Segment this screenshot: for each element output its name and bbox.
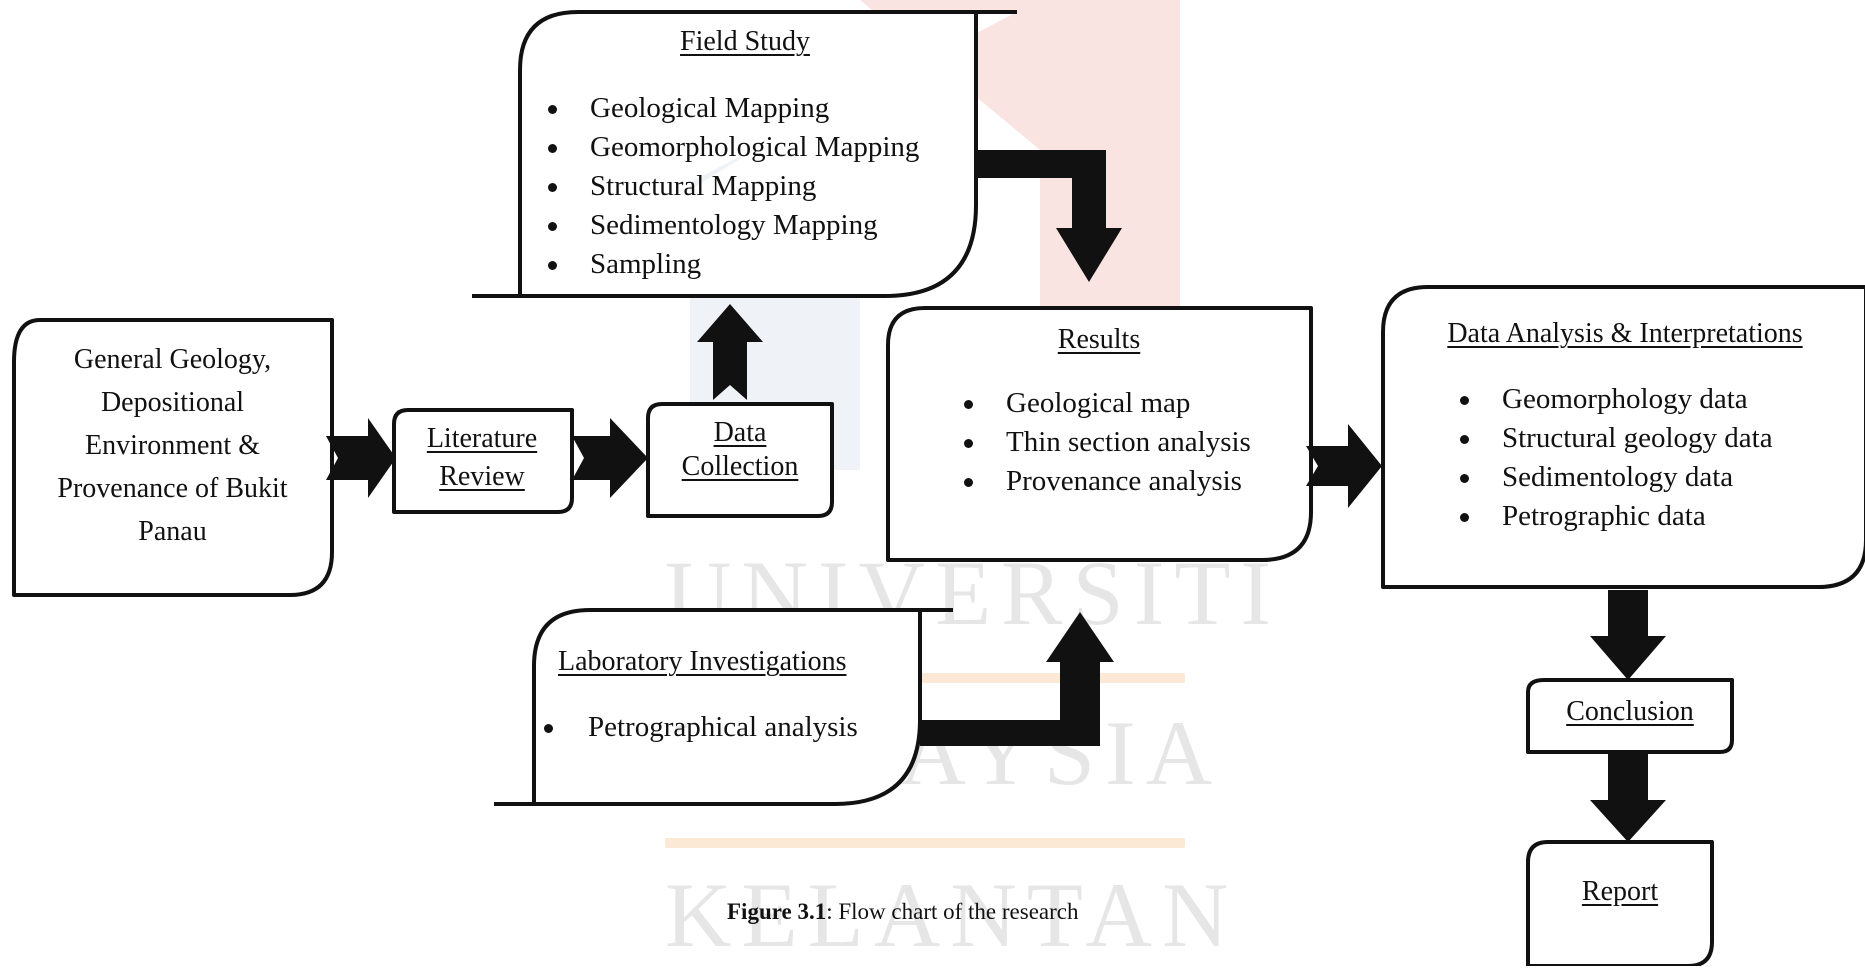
arrow-data-collection-to-field-study	[697, 304, 763, 400]
conclusion-box	[1526, 678, 1734, 754]
list-item: Sedimentology data	[1454, 458, 1773, 497]
list-item: Thin section analysis	[958, 423, 1251, 462]
arrow-literature-to-data-collection	[572, 418, 648, 498]
general-geology-box	[12, 318, 334, 597]
list-item: Geomorphological Mapping	[542, 128, 919, 167]
watermark-band-1	[665, 673, 1185, 683]
arrow-data-analysis-to-conclusion	[1590, 590, 1666, 680]
results-list: Geological map Thin section analysis Pro…	[958, 384, 1251, 501]
arrow-general-to-literature	[326, 418, 396, 498]
field-study-title: Field Study	[680, 26, 810, 57]
arrow-conclusion-to-report	[1590, 752, 1666, 842]
report-title: Report	[1581, 876, 1659, 907]
watermark-band-2	[665, 838, 1185, 848]
laboratory-title: Laboratory Investigations	[558, 646, 847, 677]
report-box	[1526, 840, 1714, 966]
data-collection-box	[646, 402, 834, 518]
list-item: Sedimentology Mapping	[542, 206, 919, 245]
general-geology-text: General Geology, Depositional Environmen…	[57, 344, 288, 547]
laboratory-box	[494, 608, 953, 806]
list-item: Petrographic data	[1454, 497, 1773, 536]
laboratory-list: Petrographical analysis	[538, 708, 858, 747]
literature-review-box	[392, 408, 574, 514]
results-title: Results	[1057, 324, 1141, 355]
list-item: Geological map	[958, 384, 1251, 423]
list-item: Structural Mapping	[542, 167, 919, 206]
list-item: Geological Mapping	[542, 89, 919, 128]
data-analysis-list: Geomorphology data Structural geology da…	[1454, 380, 1773, 536]
arrows	[326, 150, 1666, 842]
arrow-field-study-to-results	[978, 150, 1122, 282]
figure-caption-label: Figure 3.1	[727, 899, 827, 924]
list-item: Sampling	[542, 245, 919, 284]
arrow-results-to-data-analysis	[1306, 424, 1382, 508]
data-collection-title: Data Collection	[681, 417, 799, 482]
list-item: Provenance analysis	[958, 462, 1251, 501]
watermark-line-3: KELANTAN	[665, 864, 1239, 966]
list-item: Petrographical analysis	[538, 708, 858, 747]
literature-review-title: Literature Review	[426, 423, 538, 492]
list-item: Structural geology data	[1454, 419, 1773, 458]
data-analysis-title: Data Analysis & Interpretations	[1447, 318, 1803, 349]
field-study-list: Geological Mapping Geomorphological Mapp…	[542, 89, 919, 284]
field-study-box	[472, 10, 1017, 298]
figure-caption: Figure 3.1: Flow chart of the research	[727, 897, 1079, 927]
arrow-laboratory-to-results	[920, 612, 1114, 746]
figure-caption-text: : Flow chart of the research	[826, 899, 1079, 924]
list-item: Geomorphology data	[1454, 380, 1773, 419]
results-box	[886, 306, 1313, 562]
conclusion-title: Conclusion	[1566, 696, 1694, 727]
